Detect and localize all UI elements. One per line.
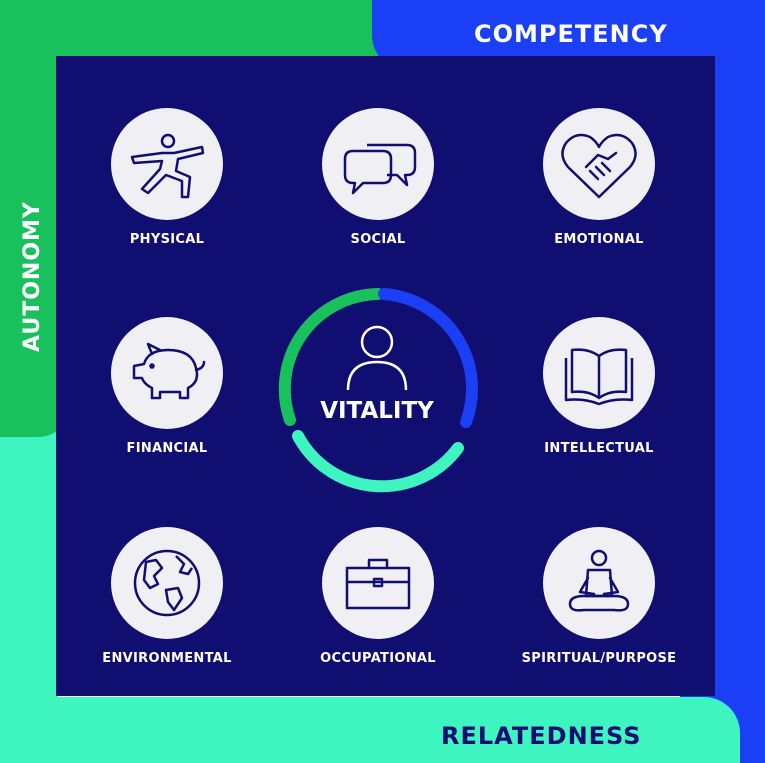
social-circle	[322, 108, 434, 220]
financial-circle	[111, 317, 223, 429]
relatedness-band-bottom	[0, 697, 740, 763]
emotional-label: EMOTIONAL	[554, 232, 644, 247]
intellectual-label: INTELLECTUAL	[544, 441, 654, 456]
autonomy-label: AUTONOMY	[20, 201, 45, 352]
occupational-label: OCCUPATIONAL	[320, 651, 436, 666]
person-icon	[346, 325, 408, 391]
dimension-emotional: EMOTIONAL	[519, 108, 679, 247]
occupational-circle	[322, 527, 434, 639]
speech-bubbles-icon	[343, 143, 417, 195]
briefcase-icon	[345, 558, 411, 610]
dimension-financial: FINANCIAL	[87, 317, 247, 456]
open-book-icon	[564, 348, 634, 406]
dimension-occupational: OCCUPATIONAL	[298, 527, 458, 666]
spiritual-label: SPIRITUAL/PURPOSE	[521, 651, 677, 666]
vitality-hub: VITALITY	[268, 280, 486, 498]
dimension-social: SOCIAL	[298, 108, 458, 247]
dimension-environmental: ENVIRONMENTAL	[87, 527, 247, 666]
social-label: SOCIAL	[350, 232, 406, 247]
relatedness-label: RELATEDNESS	[441, 722, 642, 750]
yoga-pose-icon	[130, 133, 205, 199]
piggy-bank-icon	[132, 342, 206, 400]
meditation-icon	[568, 549, 630, 612]
emotional-circle	[543, 108, 655, 220]
financial-label: FINANCIAL	[126, 441, 208, 456]
environmental-circle	[111, 527, 223, 639]
dimension-spiritual-purpose: SPIRITUAL/PURPOSE	[519, 527, 679, 666]
vitality-ring	[278, 288, 478, 493]
heart-handshake-icon	[561, 133, 637, 199]
spiritual-circle	[543, 527, 655, 639]
physical-label: PHYSICAL	[129, 232, 205, 247]
physical-circle	[111, 108, 223, 220]
competency-label: COMPETENCY	[474, 20, 668, 48]
environmental-label: ENVIRONMENTAL	[102, 651, 232, 666]
globe-icon	[133, 549, 201, 617]
dimension-intellectual: INTELLECTUAL	[519, 317, 679, 456]
vitality-label: VITALITY	[320, 398, 434, 424]
intellectual-circle	[543, 317, 655, 429]
dimension-physical: PHYSICAL	[87, 108, 247, 247]
